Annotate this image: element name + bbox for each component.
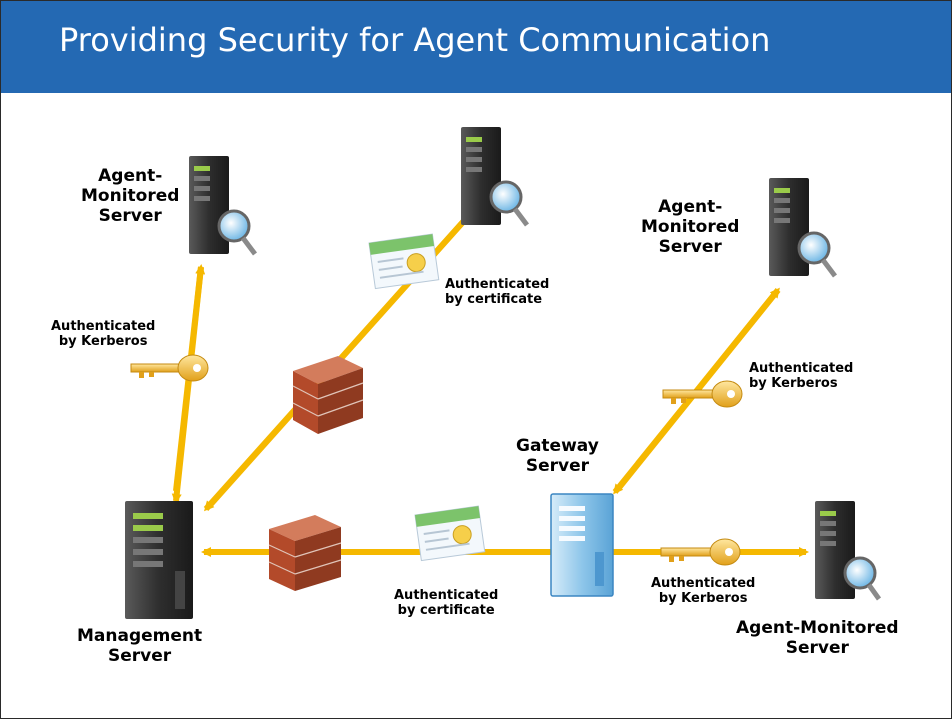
certificate-bottom-icon <box>414 505 486 562</box>
agent-server-top-right-icon <box>769 178 837 278</box>
agent-bottom-right-label: Agent-Monitored Server <box>736 618 899 659</box>
key-bottom-icon <box>660 538 741 566</box>
auth-kerberos-left-label: Authenticated by Kerberos <box>51 319 156 350</box>
gateway-server-icon <box>550 493 614 597</box>
agent-server-top-center-icon <box>461 127 529 227</box>
connection-arrows <box>171 210 809 557</box>
auth-kerberos-right-label: Authenticated by Kerberos <box>749 361 854 392</box>
management-server-icon <box>125 501 193 619</box>
gateway-server-label: Gateway Server <box>516 436 599 477</box>
auth-cert-bottom-label: Authenticated by certificate <box>394 588 499 619</box>
key-right-icon <box>662 380 743 408</box>
slide-title: Providing Security for Agent Communicati… <box>59 21 771 59</box>
agent-server-bottom-right-icon <box>815 501 882 601</box>
title-bar: Providing Security for Agent Communicati… <box>1 1 951 93</box>
firewall-bottom-icon <box>268 515 342 591</box>
key-left-icon <box>130 354 209 382</box>
auth-kerberos-bottom-label: Authenticated by Kerberos <box>651 576 756 607</box>
agent-server-top-left-icon <box>189 156 257 256</box>
arrow-agent-top-left-to-mgmt <box>171 266 204 504</box>
management-server-label: Management Server <box>77 626 203 667</box>
firewall-top-icon <box>292 356 364 434</box>
auth-cert-top-label: Authenticated by certificate <box>445 277 550 308</box>
agent-top-right-label: Agent- Monitored Server <box>641 197 740 258</box>
certificate-top-icon <box>368 233 440 290</box>
agent-top-left-label: Agent- Monitored Server <box>81 166 180 227</box>
